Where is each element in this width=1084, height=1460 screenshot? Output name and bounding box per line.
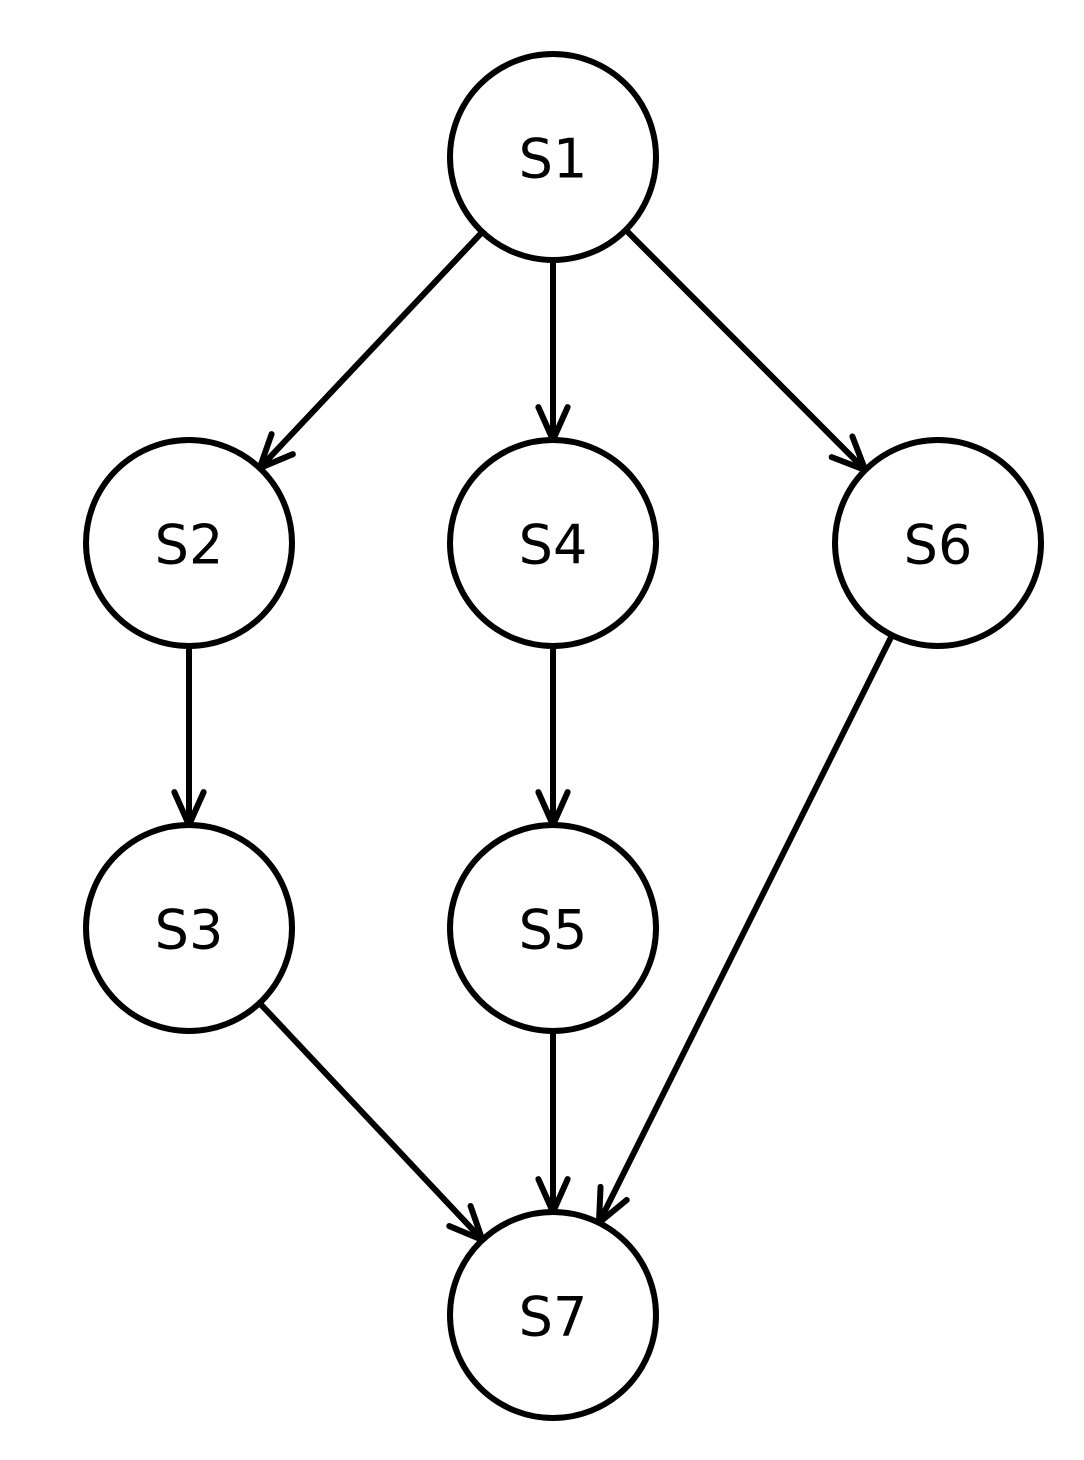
edge-s2-to-s3 xyxy=(171,646,207,828)
node-label: S2 xyxy=(155,514,224,577)
edge-s5-to-s7 xyxy=(535,1031,571,1215)
node-circle xyxy=(447,437,659,649)
node-s7: S7 xyxy=(447,1209,659,1421)
edge-s1-to-s6 xyxy=(623,227,869,474)
node-circle xyxy=(447,822,659,1034)
edges-layer xyxy=(171,227,895,1243)
edge-line xyxy=(259,229,485,468)
node-circle xyxy=(447,51,659,263)
node-label: S4 xyxy=(519,514,588,577)
node-s2: S2 xyxy=(83,437,295,649)
node-circle xyxy=(83,437,295,649)
node-s6: S6 xyxy=(832,437,1044,649)
edge-line xyxy=(623,227,866,471)
node-label: S7 xyxy=(519,1286,588,1349)
edge-s4-to-s5 xyxy=(535,646,571,828)
node-s3: S3 xyxy=(83,822,295,1034)
node-label: S3 xyxy=(155,899,224,962)
node-circle xyxy=(447,1209,659,1421)
edge-s1-to-s4 xyxy=(535,260,571,443)
edge-s3-to-s7 xyxy=(257,1000,486,1243)
node-s5: S5 xyxy=(447,822,659,1034)
edge-s1-to-s2 xyxy=(256,229,485,472)
node-label: S1 xyxy=(519,128,588,191)
edge-line xyxy=(597,633,895,1222)
node-circle xyxy=(832,437,1044,649)
node-s4: S4 xyxy=(447,437,659,649)
node-label: S6 xyxy=(904,514,973,577)
node-circle xyxy=(83,822,295,1034)
node-s1: S1 xyxy=(447,51,659,263)
edge-line xyxy=(257,1000,483,1240)
node-label: S5 xyxy=(519,899,588,962)
